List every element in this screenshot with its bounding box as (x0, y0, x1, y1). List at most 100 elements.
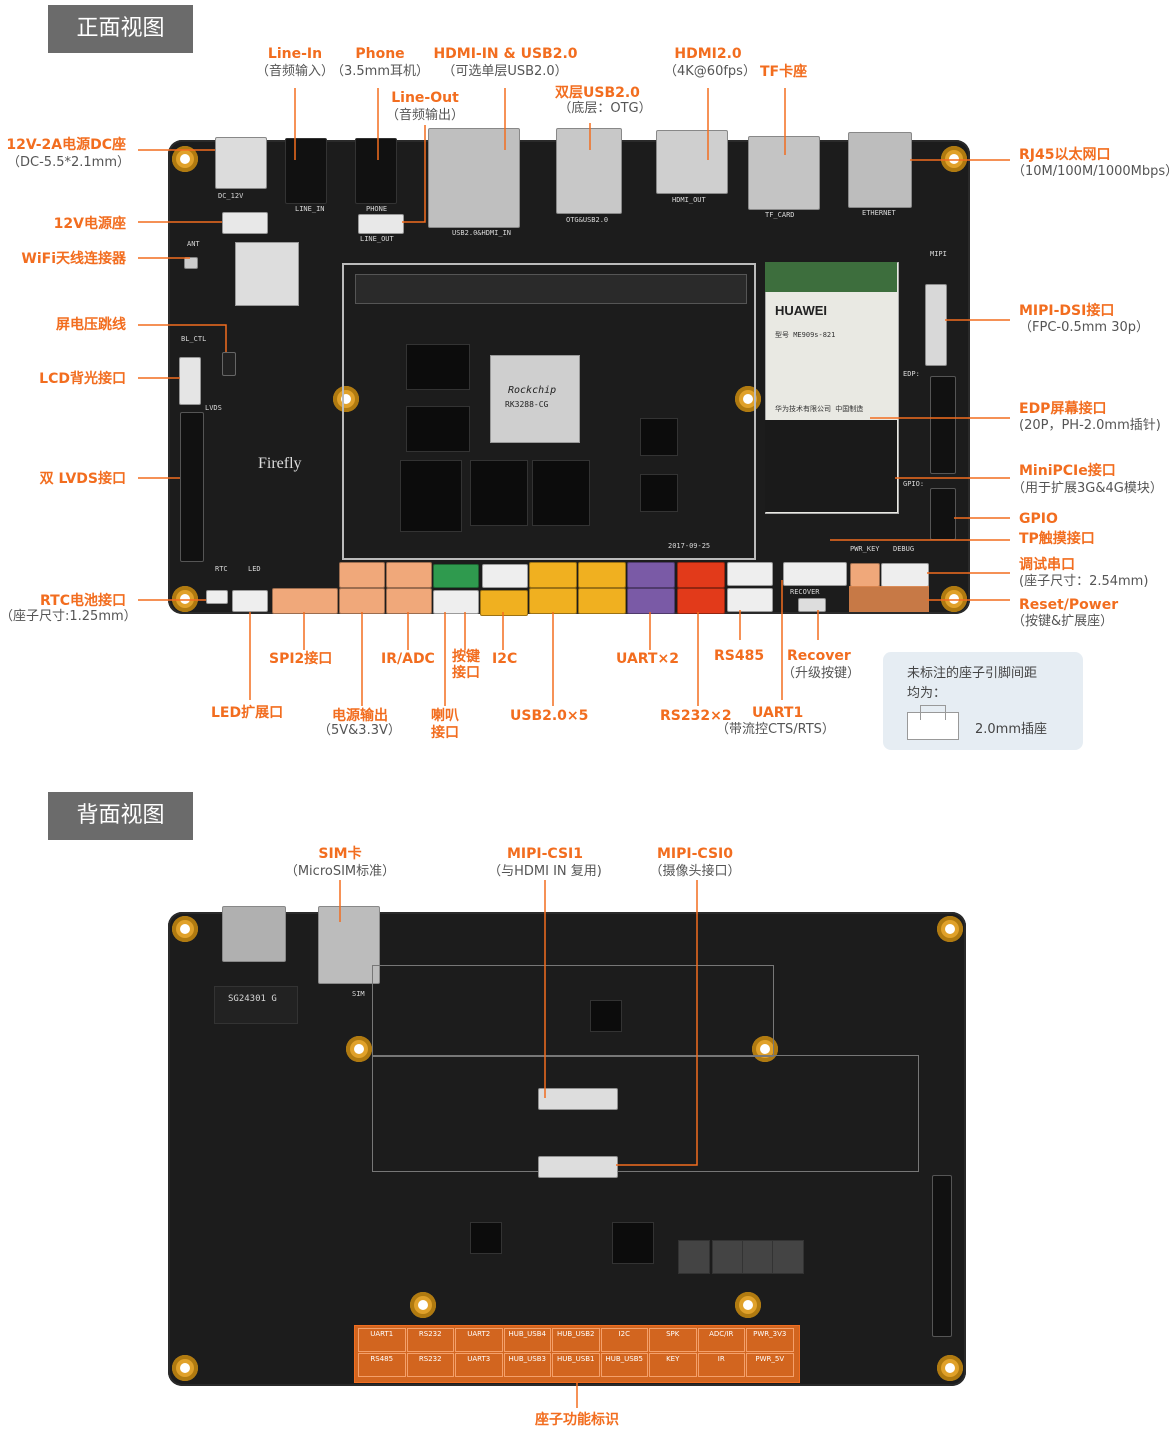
rk3288-soc (490, 355, 580, 443)
pcb-huawei-mfr: 华为技术有限公司 中国制造 (775, 405, 864, 413)
label-rs232: RS232×2 (660, 708, 732, 724)
inductor (772, 1240, 804, 1274)
edp-header (930, 376, 956, 474)
uart-connector (627, 562, 675, 588)
sodimm-slot (355, 274, 747, 304)
label-minipcie: MiniPCIe接口 (1019, 463, 1116, 479)
hdmi-out-port (656, 130, 728, 194)
pcb-rtc: RTC (215, 565, 228, 573)
ram-chip (532, 460, 590, 526)
sublabel-dc: （DC-5.5*2.1mm） (7, 155, 130, 170)
pin-header-back (932, 1175, 952, 1337)
rtc-connector (206, 590, 228, 604)
sublabel-rj45: （10M/100M/1000Mbps） (1012, 164, 1173, 179)
pcb-pwr-key: PWR_KEY (850, 545, 880, 553)
pcb-edp: EDP: (903, 370, 920, 378)
label-hdmi-in: HDMI-IN & USB2.0 (433, 46, 578, 62)
mount-hole (941, 146, 967, 172)
label-jumper: 屏电压跳线 (56, 317, 126, 333)
pcb-line-out: LINE_OUT (360, 235, 394, 243)
label-rtc: RTC电池接口 (40, 593, 126, 609)
rs485-connector (727, 588, 773, 612)
sublabel-dual-usb: （底层：OTG） (558, 101, 652, 116)
front-leader-lines (138, 88, 1010, 706)
sublabel-minipcie: （用于扩展3G&4G模块） (1012, 481, 1163, 496)
pcb-eth: ETHERNET (862, 209, 896, 217)
label-dual-usb: 双层USB2.0 (555, 85, 640, 101)
ir-adc-connector (386, 588, 432, 614)
ic-chip (470, 1222, 502, 1254)
pin-label-cell: HUB_USB4 (503, 1328, 551, 1352)
pcb-mipi: MIPI (930, 250, 947, 258)
mount-hole (346, 1036, 372, 1062)
magnetics-chip (214, 986, 298, 1024)
back-board (168, 912, 966, 1386)
pcb-sim: SIM (352, 990, 365, 998)
pcb-led: LED (248, 565, 261, 573)
sublabel-edp: (20P，PH-2.0mm插针) (1019, 418, 1161, 433)
pcb-chip-label: SG24301 G (228, 994, 277, 1004)
label-rs485: RS485 (714, 648, 765, 664)
dc-jack (215, 137, 267, 189)
lvds-header (180, 412, 204, 562)
ram-chip (406, 406, 470, 452)
uart-connector (627, 588, 675, 614)
label-line-in: Line-In (267, 46, 323, 62)
front-view-tab: 正面视图 (48, 5, 193, 53)
pcb-huawei: HUAWEI (775, 303, 827, 318)
label-hdmi2: HDMI2.0 (674, 46, 742, 62)
led-connector (232, 590, 268, 612)
mount-hole (172, 1355, 198, 1381)
pwr-out-connector (339, 562, 385, 588)
pmic-chip (640, 418, 678, 456)
label-lvds: 双 LVDS接口 (39, 471, 126, 487)
pin-label-cell: I2C (600, 1328, 648, 1352)
pmic-chip (640, 474, 678, 512)
sublabel-phone: （3.5mm耳机） (330, 64, 429, 79)
pcb-soc-model: RK3288-CG (505, 400, 549, 409)
pin-label-cell: RS232 (406, 1353, 454, 1377)
mount-hole (735, 386, 761, 412)
label-dc: 12V-2A电源DC座 (6, 137, 126, 153)
phone-jack (355, 138, 397, 204)
pin-label-cell: KEY (649, 1353, 697, 1377)
key-connector (433, 590, 479, 614)
label-spk: 喇叭 (431, 708, 459, 724)
pin-spacing-note: 未标注的座子引脚间距 均为： 2.0mm插座 (883, 652, 1083, 750)
lcd-bl-connector (179, 357, 201, 405)
label-spk2: 接口 (431, 725, 459, 741)
pin-label-cell: UART2 (455, 1328, 503, 1352)
pcb-date: 2017-09-25 (668, 542, 711, 550)
label-spi2: SPI2接口 (269, 651, 333, 667)
pcb-huawei-model: 型号 ME909s-821 (775, 331, 836, 339)
uart1-connector (727, 562, 773, 586)
label-key2: 接口 (452, 665, 480, 681)
tf-card-slot (748, 136, 820, 210)
mipi-fpc-connector (925, 284, 947, 366)
usb-connector (480, 590, 528, 616)
wifi-module (235, 242, 299, 306)
sublabel-sim: （MicroSIM标准） (284, 864, 396, 879)
pin-label-cell: PWR_5V (746, 1353, 794, 1377)
mount-hole (172, 916, 198, 942)
mount-hole (937, 1355, 963, 1381)
label-csi0: MIPI-CSI0 (657, 846, 733, 862)
mount-hole (941, 586, 967, 612)
label-led: LED扩展口 (211, 705, 284, 721)
back-view-tab: 背面视图 (48, 792, 193, 840)
label-func: 座子功能标识 (535, 1412, 619, 1428)
spi2-connector (272, 588, 338, 614)
sublabel-hdmi2: （4K@60fps） (664, 64, 756, 79)
module-pcb-top (765, 262, 897, 292)
label-usb5: USB2.0×5 (510, 708, 589, 724)
inductor (742, 1240, 774, 1274)
mipi-csi0-connector (538, 1156, 618, 1178)
ethernet-port (848, 132, 912, 208)
usb-connector (578, 588, 626, 614)
ir-adc-connector (386, 562, 432, 588)
pcb-otg: OTG&USB2.0 (566, 216, 609, 224)
speaker-connector (433, 564, 479, 588)
label-rj45: RJ45以太网口 (1019, 147, 1111, 163)
label-lcd-bl: LCD背光接口 (39, 371, 126, 387)
pcb-lvds: LVDS (205, 404, 222, 412)
